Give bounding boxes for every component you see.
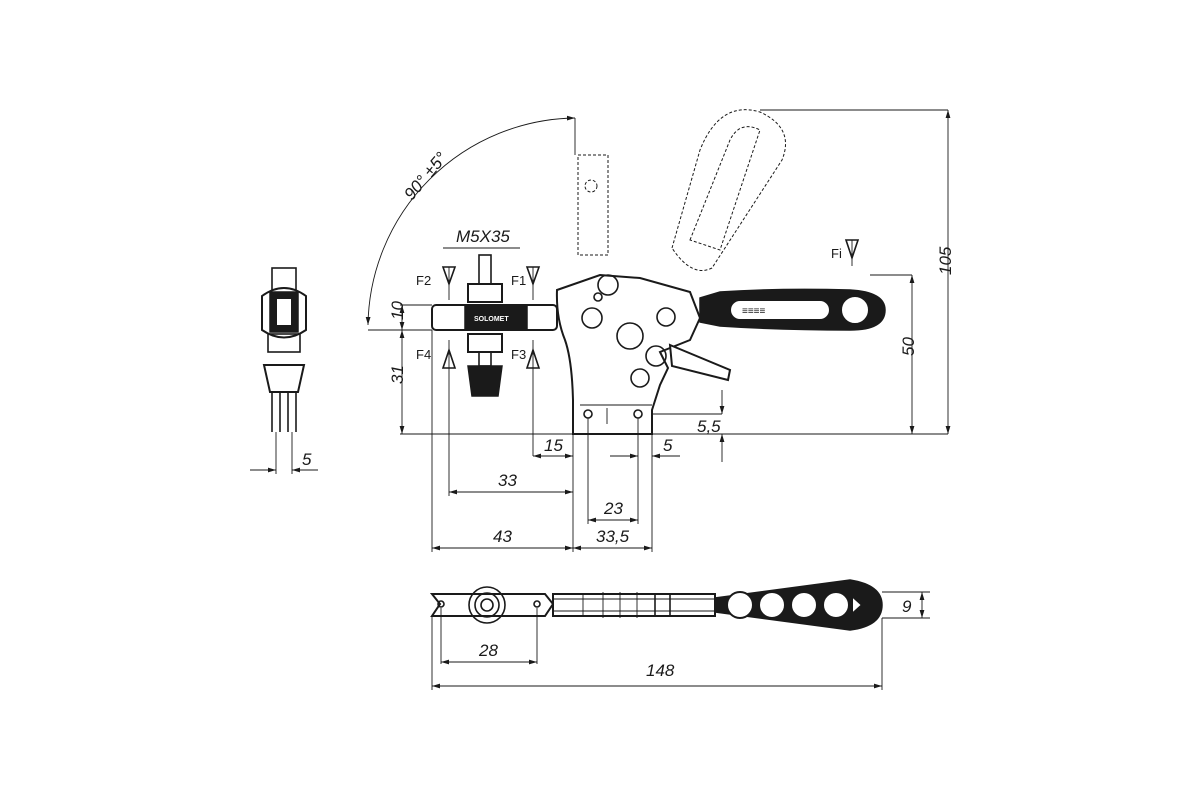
force-f1-label: F1 [511,273,526,288]
overall-length-dim: 148 [646,661,675,680]
base-height-dim: 31 [388,365,407,384]
top-view: 9 28 148 [429,579,930,690]
front-view: SOLOMET ≡≡≡≡ 90° ±5° [365,109,955,552]
open-angle-dim: 90° ±5° [400,148,451,203]
force-f3-label: F3 [511,347,526,362]
side-width-dim: 5 [302,450,312,469]
handle-height-dim: 50 [899,337,918,356]
svg-text:≡≡≡≡: ≡≡≡≡ [742,306,766,317]
force-fi-label: Fi [831,246,842,261]
spindle-reach-dim: 33 [498,471,517,490]
spindle-to-base-dim: 15 [544,436,563,455]
top-spindle-dim: 28 [478,641,498,660]
hole-spacing-dim: 23 [603,499,623,518]
total-height-dim: 105 [936,246,955,275]
arm-reach-dim: 43 [493,527,512,546]
spindle-height-dim: 10 [388,301,407,320]
arm-logo-text: SOLOMET [474,316,509,323]
side-view: 5 [250,267,318,474]
hole-offset-dim: 5,5 [697,417,721,436]
bolt-thread-dim: M5X35 [456,227,510,246]
force-f4-label: F4 [416,347,431,362]
hole-edge-dim: 5 [663,436,673,455]
base-width-dim: 33,5 [596,527,630,546]
top-width-dim: 9 [902,597,912,616]
force-f2-label: F2 [416,273,431,288]
